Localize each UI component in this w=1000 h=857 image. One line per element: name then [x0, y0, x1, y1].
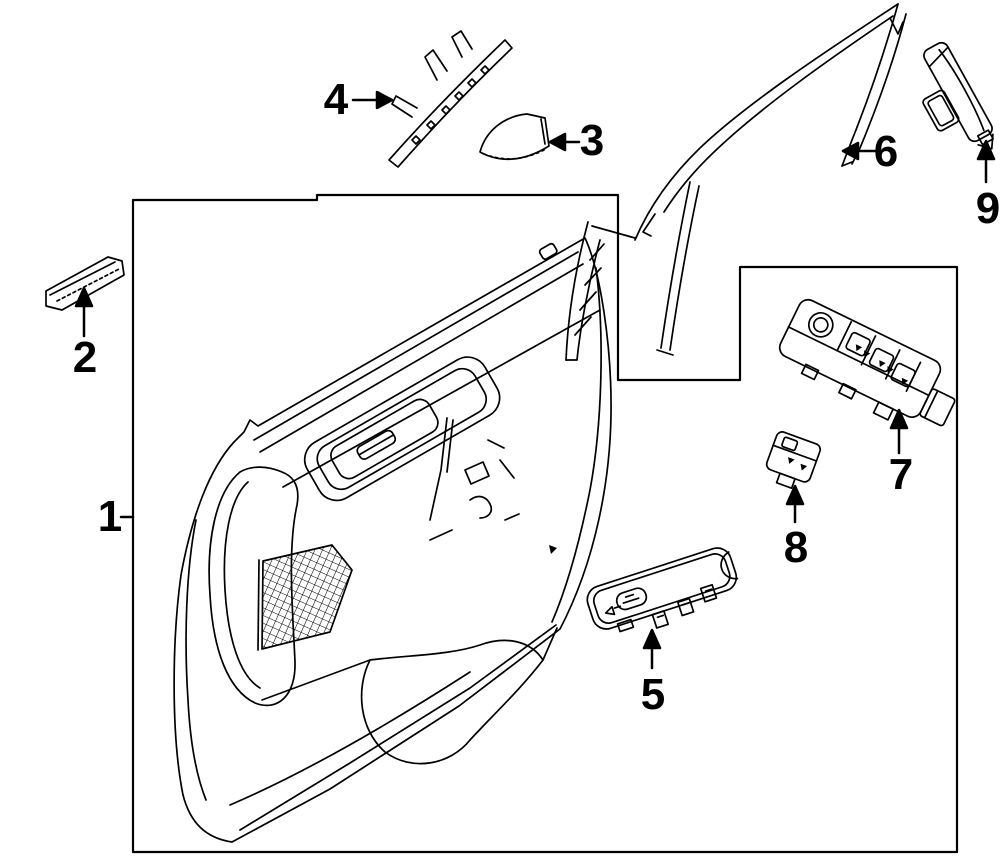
callout-label-5: 5 [640, 670, 666, 719]
callout-arrows [74, 90, 996, 670]
callout-label-3: 3 [579, 116, 605, 165]
bracket-drawing [922, 41, 994, 150]
switch-bezel-drawing [586, 547, 739, 633]
trim-cap-drawing [45, 256, 125, 311]
master-window-switch-drawing [778, 298, 956, 427]
callout-label-8: 8 [783, 523, 809, 572]
retainer-strip-drawing [388, 30, 513, 168]
callout-label-2: 2 [72, 333, 98, 382]
callout-label-1: 1 [97, 492, 123, 541]
single-switch-drawing [765, 431, 822, 490]
callout-label-9: 9 [975, 184, 1000, 233]
callout-label-6: 6 [873, 127, 899, 176]
callout-label-4: 4 [323, 75, 349, 124]
callout-label-7: 7 [888, 450, 914, 499]
door-trim-panel-drawing [173, 237, 612, 843]
diagram-border [131, 193, 959, 854]
window-run-channel-drawing [565, 3, 907, 361]
corner-cover-drawing [479, 113, 550, 161]
